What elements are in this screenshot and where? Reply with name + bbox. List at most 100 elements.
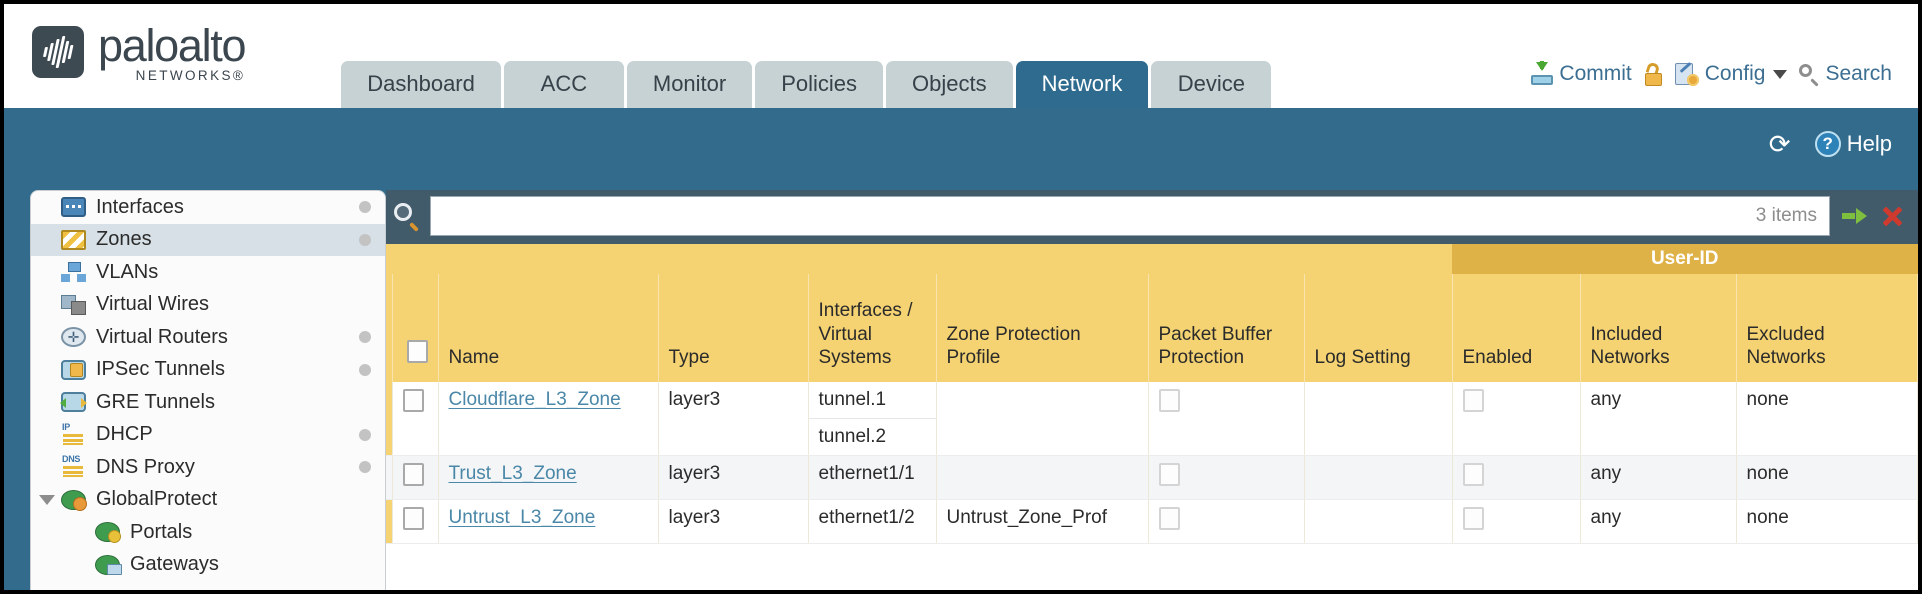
table-row[interactable]: Cloudflare_L3_Zone layer3 tunnel.1 tunne…: [386, 382, 1918, 456]
chevron-down-icon: [1773, 69, 1788, 79]
gateways-icon: [95, 554, 122, 575]
header-type[interactable]: Type: [658, 274, 809, 382]
row-checkbox[interactable]: [402, 463, 424, 486]
filter-bar: 3 items: [386, 190, 1918, 244]
sidebar-item-vlans[interactable]: VLANs: [31, 256, 385, 289]
cell-packet-buffer-protection: [1148, 499, 1305, 544]
search-button[interactable]: Search: [1799, 62, 1892, 87]
sidebar-item-zones[interactable]: Zones: [31, 223, 385, 256]
cell-name: Trust_L3_Zone: [438, 455, 659, 500]
cell-included-networks: any: [1580, 382, 1737, 456]
sidebar-item-gateways[interactable]: Gateways: [31, 549, 385, 582]
tab-policies[interactable]: Policies: [755, 61, 884, 108]
status-dot: [359, 201, 371, 214]
cell-log-setting: [1304, 382, 1453, 456]
help-button[interactable]: ? Help: [1814, 131, 1892, 157]
status-dot: [359, 461, 371, 474]
sidebar-item-dns-proxy[interactable]: DNS Proxy: [31, 451, 385, 484]
zones-table-wrapper: User-ID Name Type Interfaces / Virtual S…: [386, 244, 1918, 590]
tab-monitor[interactable]: Monitor: [626, 61, 753, 108]
sidebar-item-label: GlobalProtect: [96, 488, 218, 511]
tab-acc[interactable]: ACC: [503, 61, 624, 108]
tab-device[interactable]: Device: [1151, 61, 1272, 108]
zone-name-link[interactable]: Untrust_L3_Zone: [448, 507, 596, 528]
body-area: Interfaces Zones VLANs Virtual Wires Vir…: [4, 180, 1918, 590]
packet-buffer-protection-checkbox[interactable]: [1158, 507, 1180, 530]
packet-buffer-protection-checkbox[interactable]: [1158, 389, 1180, 412]
header-userid-enabled[interactable]: Enabled: [1452, 274, 1581, 382]
portals-icon: [95, 522, 121, 544]
config-dropdown[interactable]: Config: [1674, 61, 1788, 86]
sidebar-item-label: Virtual Routers: [96, 325, 228, 348]
gre-tunnels-icon: [60, 392, 87, 413]
sidebar-item-portals[interactable]: Portals: [31, 516, 385, 549]
apply-filter-icon[interactable]: [1840, 202, 1868, 230]
refresh-icon[interactable]: ⟳: [1768, 129, 1791, 159]
sidebar-item-label: Virtual Wires: [96, 293, 209, 316]
sidebar-item-label: Zones: [96, 228, 152, 251]
row-checkbox[interactable]: [402, 389, 424, 412]
search-icon: [1799, 64, 1820, 87]
search-input[interactable]: [443, 205, 1746, 227]
paloalto-logo-icon: [32, 26, 84, 79]
cell-name: Cloudflare_L3_Zone: [438, 382, 659, 456]
zones-table: User-ID Name Type Interfaces / Virtual S…: [386, 244, 1918, 544]
userid-enabled-checkbox[interactable]: [1462, 463, 1484, 486]
header-name[interactable]: Name: [438, 274, 659, 382]
status-dot: [359, 233, 371, 246]
group-header-empty: [392, 244, 1452, 274]
sidebar-item-globalprotect[interactable]: GlobalProtect: [31, 484, 385, 517]
filter-search-icon[interactable]: [394, 203, 420, 232]
spacer-cell: [386, 499, 393, 544]
header-log-setting[interactable]: Log Setting: [1304, 274, 1453, 382]
sidebar-item-label: IPSec Tunnels: [96, 358, 225, 381]
sidebar-item-ipsec-tunnels[interactable]: IPSec Tunnels: [31, 354, 385, 387]
cell-zone-protection-profile: Untrust_Zone_Prof: [936, 499, 1149, 544]
select-all-checkbox[interactable]: [406, 340, 428, 364]
select-all-header: [392, 274, 439, 382]
cell-log-setting: [1304, 455, 1453, 500]
sidebar-item-dhcp[interactable]: DHCP: [31, 419, 385, 452]
userid-enabled-checkbox[interactable]: [1462, 389, 1484, 412]
padlock-icon[interactable]: [1644, 60, 1663, 86]
sidebar-item-virtual-routers[interactable]: Virtual Routers: [31, 321, 385, 354]
config-wrench-gear-icon: [1674, 61, 1699, 86]
expander-triangle-icon[interactable]: [39, 494, 55, 505]
commit-label: Commit: [1559, 62, 1632, 85]
dhcp-icon: [61, 422, 86, 445]
header-included-networks[interactable]: Included Networks: [1580, 274, 1737, 382]
tab-network[interactable]: Network: [1015, 61, 1149, 108]
virtual-routers-icon: [61, 327, 86, 348]
table-row[interactable]: Untrust_L3_Zone layer3 ethernet1/2 Untru…: [386, 499, 1918, 544]
main-content: 3 items: [386, 190, 1918, 590]
header-packet-buffer-protection[interactable]: Packet Buffer Protection: [1148, 274, 1305, 382]
userid-enabled-checkbox[interactable]: [1462, 507, 1484, 530]
header-excluded-networks[interactable]: Excluded Networks: [1736, 274, 1918, 382]
commit-button[interactable]: Commit: [1531, 61, 1632, 86]
sidebar-item-label: DNS Proxy: [96, 455, 195, 478]
zones-icon: [61, 229, 86, 250]
main-tab-bar: Dashboard ACC Monitor Policies Objects N…: [341, 4, 1272, 108]
zone-name-link[interactable]: Trust_L3_Zone: [448, 463, 577, 484]
sidebar-item-label: Portals: [130, 520, 193, 543]
clear-filter-icon[interactable]: [1878, 202, 1906, 230]
sidebar-item-interfaces[interactable]: Interfaces: [31, 191, 385, 224]
row-checkbox[interactable]: [402, 507, 424, 530]
header-zone-protection-profile[interactable]: Zone Protection Profile: [936, 274, 1149, 382]
cell-excluded-networks: none: [1736, 382, 1918, 456]
packet-buffer-protection-checkbox[interactable]: [1158, 463, 1180, 486]
virtual-wires-icon: [61, 294, 86, 315]
group-header-row: User-ID: [386, 244, 1918, 274]
column-header-row: Name Type Interfaces / Virtual Systems Z…: [386, 274, 1918, 382]
sidebar-item-virtual-wires[interactable]: Virtual Wires: [31, 289, 385, 322]
sidebar-item-label: DHCP: [96, 423, 153, 446]
table-row[interactable]: Trust_L3_Zone layer3 ethernet1/1: [386, 455, 1918, 500]
tab-objects[interactable]: Objects: [886, 61, 1013, 108]
interface-entry: tunnel.2: [818, 426, 887, 447]
header-interfaces[interactable]: Interfaces / Virtual Systems: [808, 274, 937, 382]
tab-dashboard[interactable]: Dashboard: [341, 61, 501, 108]
sidebar-item-gre-tunnels[interactable]: GRE Tunnels: [31, 386, 385, 419]
help-label: Help: [1846, 131, 1892, 156]
zone-name-link[interactable]: Cloudflare_L3_Zone: [448, 389, 621, 410]
dns-proxy-icon: [61, 454, 86, 478]
